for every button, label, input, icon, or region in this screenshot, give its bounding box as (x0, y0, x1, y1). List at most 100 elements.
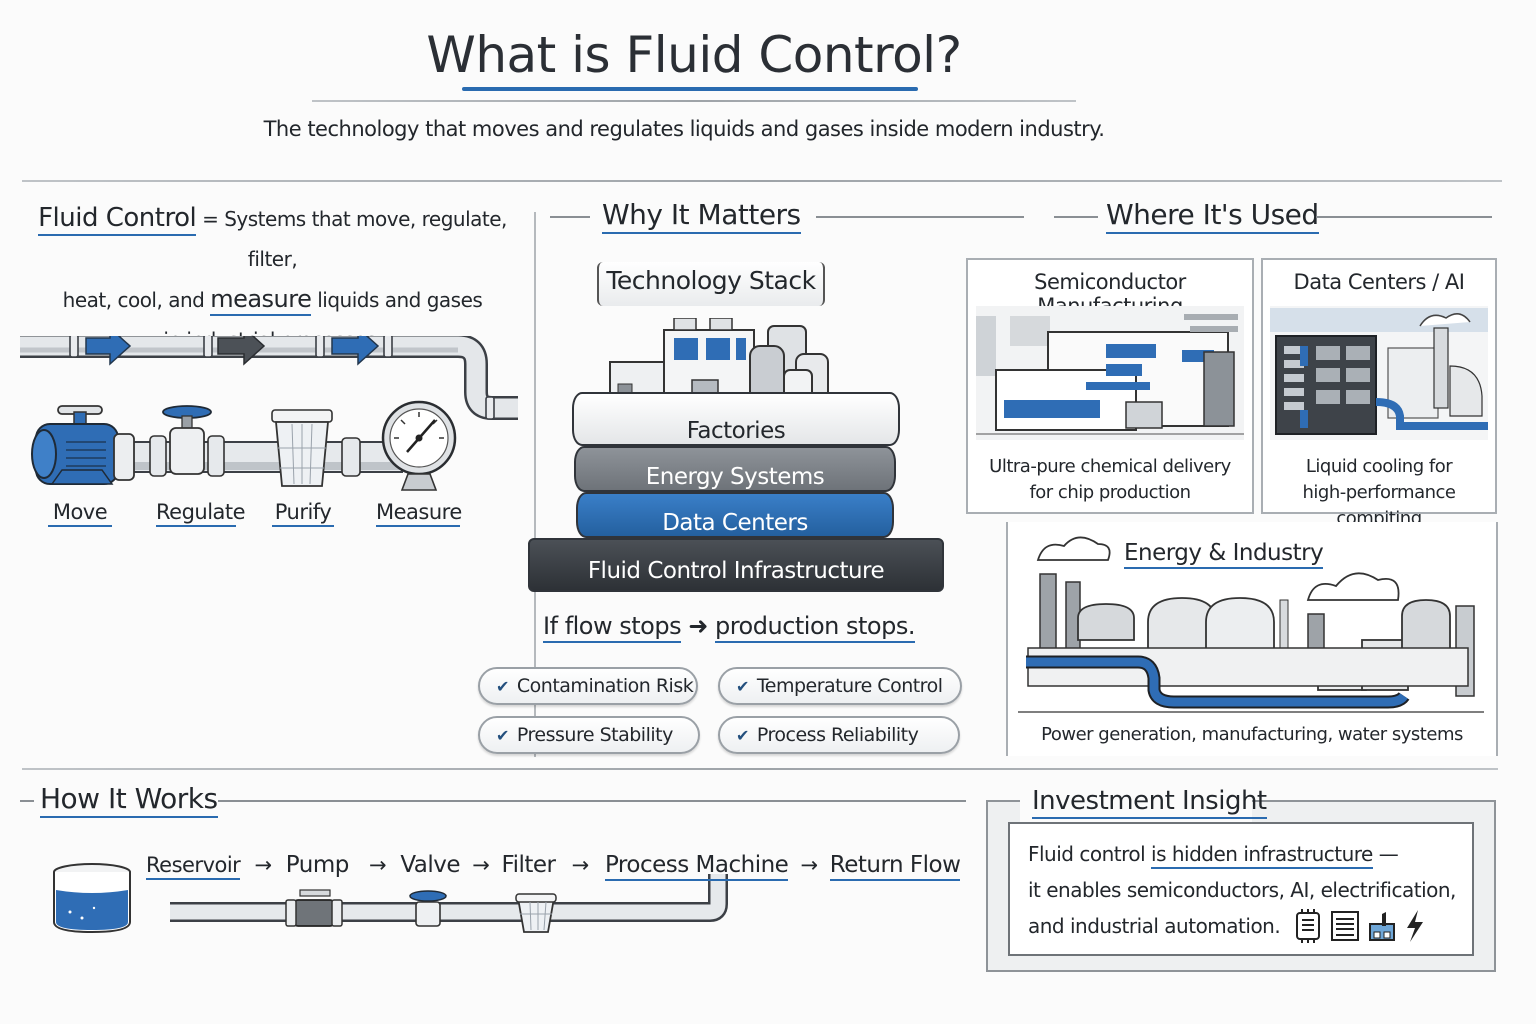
chip-icon (1296, 909, 1321, 943)
caption-line: for chip production (1029, 482, 1191, 503)
step-valve: Valve (400, 852, 461, 878)
operation-label-move: Move (48, 500, 112, 527)
flow-arrow-icon (85, 336, 132, 366)
insight-line1-post: — (1372, 842, 1399, 866)
operation-label-purify: Purify (272, 500, 334, 527)
lightning-icon (1407, 910, 1424, 942)
check-icon: ✔ (496, 726, 509, 745)
factory-icon (1369, 912, 1396, 941)
how-it-works-heading: How It Works (40, 782, 218, 818)
layer-label: Energy Systems (645, 464, 825, 490)
step-reservoir: Reservoir (146, 853, 241, 880)
filter-icon (515, 893, 557, 933)
check-icon: ✔ (736, 726, 749, 745)
where-its-used-heading: Where It's Used (1106, 198, 1319, 234)
step-pump: Pump (285, 852, 350, 878)
arrow-icon: → (800, 853, 819, 877)
check-icon: ✔ (736, 677, 749, 696)
check-pill-temperature-control: ✔ Temperature Control (718, 667, 962, 705)
card-title: Data Centers / AI (1293, 270, 1465, 294)
insight-heading-bg (1020, 786, 1252, 822)
layer-label: Factories (686, 418, 786, 444)
definition-emphasis: measure (210, 285, 312, 316)
stack-layer-energy-systems: Energy Systems (574, 446, 896, 492)
heading-rule (550, 216, 590, 218)
investment-insight-heading: Investment Insight (1032, 786, 1267, 819)
data-center-illustration (1270, 306, 1488, 440)
definition-line1: Systems that move, regulate, filter, (224, 207, 507, 271)
server-icon (1331, 911, 1360, 941)
definition-term: Fluid Control (38, 203, 197, 236)
heading-rule (816, 216, 1024, 218)
tagline: If flow stops ➜ production stops. (470, 612, 988, 643)
stack-layer-factories: Factories (572, 392, 900, 446)
gauge-icon (381, 400, 457, 491)
stack-layer-data-centers: Data Centers (576, 492, 894, 538)
heading-rule (1316, 216, 1492, 218)
stack-layer-fluid-control-infrastructure: Fluid Control Infrastructure (528, 538, 944, 592)
stack-title-banner (597, 262, 825, 306)
header-divider (22, 180, 1502, 182)
tagline-cause: If flow stops (543, 612, 682, 643)
title-divider (312, 100, 1076, 102)
stack-title: Technology Stack (606, 266, 816, 295)
section-divider (22, 768, 1498, 770)
pump-icon (285, 889, 343, 927)
tagline-effect: production stops. (714, 612, 915, 643)
insight-line1-pre: Fluid control (1028, 842, 1152, 866)
definition: Fluid Control = Systems that move, regul… (20, 198, 525, 360)
pump-icon (31, 405, 135, 485)
definition-line2-pre: heat, cool, and (62, 288, 211, 312)
process-flow: Reservoir → Pump → Valve → Filter → Proc… (146, 852, 961, 881)
check-pill-process-reliability: ✔ Process Reliability (718, 716, 960, 754)
insight-line2: it enables semiconductors, AI, electrifi… (1028, 878, 1456, 902)
filter-icon (271, 409, 361, 487)
check-icon: ✔ (496, 677, 509, 696)
operation-label-regulate: Regulate (156, 500, 246, 527)
step-filter: Filter (501, 852, 556, 878)
fluid-devices-line (31, 400, 457, 491)
operation-label-measure: Measure (376, 500, 462, 527)
caption-line: Ultra-pure chemical delivery (989, 456, 1231, 477)
page-title: What is Fluid Control? (426, 26, 962, 84)
check-pill-pressure-stability: ✔ Pressure Stability (478, 716, 700, 754)
pill-label: Process Reliability (756, 724, 919, 746)
valve-icon (409, 890, 447, 927)
caption-line: Liquid cooling for (1305, 456, 1453, 477)
title-underline (462, 87, 918, 91)
flow-arrow-icon (217, 336, 266, 366)
card-caption: Ultra-pure chemical delivery for chip pro… (966, 454, 1254, 506)
card-title: Energy & Industry (1124, 540, 1324, 569)
reservoir-icon (53, 863, 131, 934)
arrow-icon: → (369, 853, 387, 877)
why-it-matters-heading: Why It Matters (602, 198, 801, 234)
card-caption: Power generation, manufacturing, water s… (1041, 724, 1463, 745)
heading-rule (218, 800, 966, 802)
flow-pipe-diagram (20, 336, 518, 420)
arrow-icon: → (254, 853, 273, 877)
insight-box (1008, 822, 1474, 956)
pill-label: Contamination Risk (516, 675, 694, 697)
heading-rule (20, 800, 34, 802)
insight-text: Fluid control is hidden infrastructure —… (1028, 836, 1468, 944)
step-return-flow: Return Flow (829, 852, 961, 881)
check-pill-contamination-risk: ✔ Contamination Risk (478, 667, 698, 705)
pill-label: Pressure Stability (516, 724, 673, 746)
energy-plant-illustration (1018, 536, 1484, 713)
layer-label: Data Centers (662, 510, 808, 536)
flow-arrow-icon (331, 336, 380, 366)
page-subtitle: The technology that moves and regulates … (263, 117, 1105, 141)
arrow-icon: → (571, 853, 590, 877)
semiconductor-fab-illustration (976, 306, 1244, 440)
step-process-machine: Process Machine (604, 852, 789, 881)
insight-icon-row (1294, 909, 1426, 943)
column-divider-left (534, 212, 536, 757)
heading-rule (1054, 216, 1098, 218)
insight-emphasis: is hidden infrastructure (1151, 842, 1373, 869)
arrow-icon: ➜ (688, 612, 708, 640)
valve-icon (149, 405, 225, 477)
process-pipeline-illustration (53, 863, 728, 934)
pill-label: Temperature Control (756, 675, 943, 697)
definition-line2-post: liquids and gases (311, 288, 483, 312)
insight-line3: and industrial automation. (1028, 914, 1281, 938)
